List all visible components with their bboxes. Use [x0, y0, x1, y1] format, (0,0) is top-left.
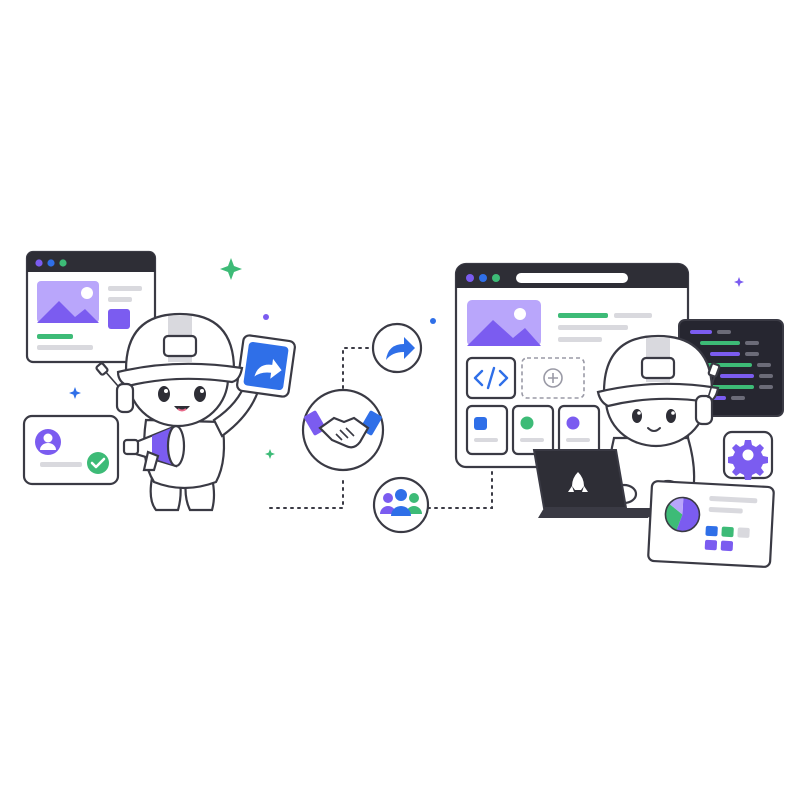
- code-line: [757, 363, 771, 367]
- pie-slice: [665, 503, 683, 531]
- code-line: [759, 385, 773, 389]
- pie-chart-icon: [664, 496, 701, 533]
- widget-tile-purple: [557, 404, 601, 456]
- pie-slice: [669, 497, 684, 515]
- code-line: [745, 341, 759, 345]
- sparkle-icon: [265, 449, 275, 459]
- handshake-icon: [304, 410, 382, 449]
- code-line: [745, 352, 759, 356]
- code-line: [717, 330, 731, 334]
- sparkle-icon: [220, 258, 242, 280]
- code-icon: [473, 366, 509, 390]
- laptop: [532, 449, 654, 518]
- image-icon: [467, 300, 541, 346]
- code-line: [720, 374, 754, 378]
- widget-tile-blue: [465, 404, 509, 456]
- left-browser-window: [25, 250, 157, 364]
- share-circle: [371, 322, 423, 374]
- connector-lines: [269, 347, 493, 509]
- team-icon: [380, 489, 422, 516]
- decor-dot: [263, 314, 269, 320]
- user-icon: [35, 429, 61, 455]
- rocket-icon: [568, 472, 588, 492]
- share-icon: [254, 358, 282, 379]
- share-icon: [386, 337, 415, 360]
- code-line: [710, 385, 754, 389]
- code-tile: [465, 356, 517, 400]
- address-bar: [516, 273, 628, 283]
- pie-outline: [664, 496, 701, 533]
- widget-tile-green: [511, 404, 555, 456]
- gear-icon: [728, 440, 768, 480]
- pie-slice: [676, 497, 700, 532]
- code-line: [700, 341, 740, 345]
- check-icon: [87, 452, 109, 474]
- decor-dot: [430, 318, 436, 324]
- user-profile-card: [22, 414, 120, 486]
- right-character: [532, 334, 721, 518]
- code-line: [710, 352, 740, 356]
- left-character: [95, 312, 296, 512]
- code-line: [759, 374, 773, 378]
- share-tablet: [236, 334, 296, 398]
- add-tile: [521, 357, 585, 399]
- sparkle-icon: [69, 387, 81, 399]
- image-icon: [37, 281, 99, 323]
- analytics-card: [647, 480, 775, 568]
- gear-card: [722, 430, 774, 480]
- code-line: [731, 396, 745, 400]
- add-icon: [543, 368, 563, 388]
- megaphone-icon: [122, 424, 186, 472]
- handshake-circle: [301, 388, 385, 472]
- sparkle-icon: [734, 277, 744, 287]
- code-line: [690, 330, 712, 334]
- team-circle: [372, 476, 430, 534]
